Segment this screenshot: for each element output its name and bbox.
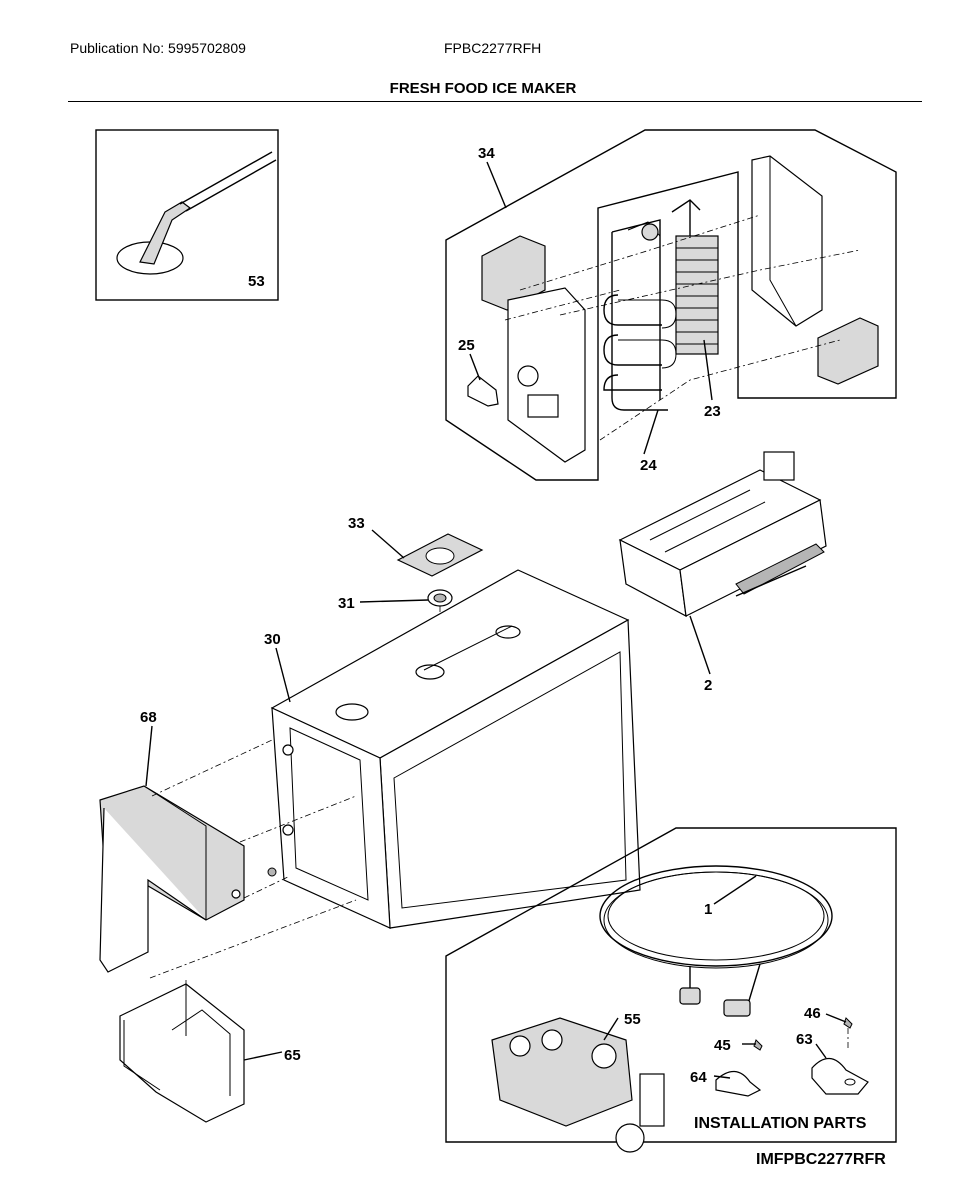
assembly-34-outline — [445, 129, 897, 481]
callout-63: 63 — [796, 1031, 813, 1048]
clamp-63 — [811, 1057, 869, 1095]
foam-block-left — [481, 235, 546, 311]
cover-68 — [99, 785, 245, 973]
callout-68: 68 — [140, 709, 157, 726]
ice-maker-unit — [618, 451, 827, 618]
callout-25: 25 — [458, 337, 475, 354]
ice-maker-arm — [735, 543, 825, 595]
footer-code: IMFPBC2277RFR — [756, 1151, 886, 1168]
evaporator-cover — [507, 287, 586, 463]
callout-55: 55 — [624, 1011, 641, 1028]
foam-block-right — [817, 317, 879, 385]
callout-2: 2 — [704, 677, 712, 694]
evaporator-assembly — [445, 129, 897, 481]
inset-53-frame — [95, 129, 279, 301]
water-valve-55 — [491, 1017, 665, 1153]
inset-53 — [95, 129, 279, 301]
screw-45 — [753, 1039, 763, 1051]
installation-parts-label: INSTALLATION PARTS — [694, 1115, 867, 1132]
water-tubing-1 — [599, 865, 833, 1017]
callout-23: 23 — [704, 403, 721, 420]
ice-maker-housing — [267, 569, 641, 929]
callout-1: 1 — [704, 901, 712, 918]
callout-24: 24 — [640, 457, 657, 474]
screw-46 — [843, 1017, 853, 1029]
evaporator-fins-23 — [675, 235, 719, 355]
clamp-64 — [715, 1070, 762, 1097]
model-number: FPBC2277RFH — [444, 40, 542, 56]
callout-46: 46 — [804, 1005, 821, 1022]
callout-30: 30 — [264, 631, 281, 648]
callout-34: 34 — [478, 145, 495, 162]
callout-53: 53 — [248, 273, 265, 290]
callout-64: 64 — [690, 1069, 707, 1086]
clip-25 — [467, 375, 499, 407]
evaporator-coil — [603, 199, 701, 411]
publication-number: Publication No: 5995702809 — [70, 40, 246, 56]
callout-65: 65 — [284, 1047, 301, 1064]
callout-31: 31 — [338, 595, 355, 612]
callout-45: 45 — [714, 1037, 731, 1054]
bracket-65 — [119, 983, 245, 1123]
header-rule — [68, 101, 922, 102]
air-duct — [751, 155, 823, 327]
installation-parts-box — [445, 827, 897, 1153]
page-title: FRESH FOOD ICE MAKER — [389, 80, 577, 97]
callout-33: 33 — [348, 515, 365, 532]
